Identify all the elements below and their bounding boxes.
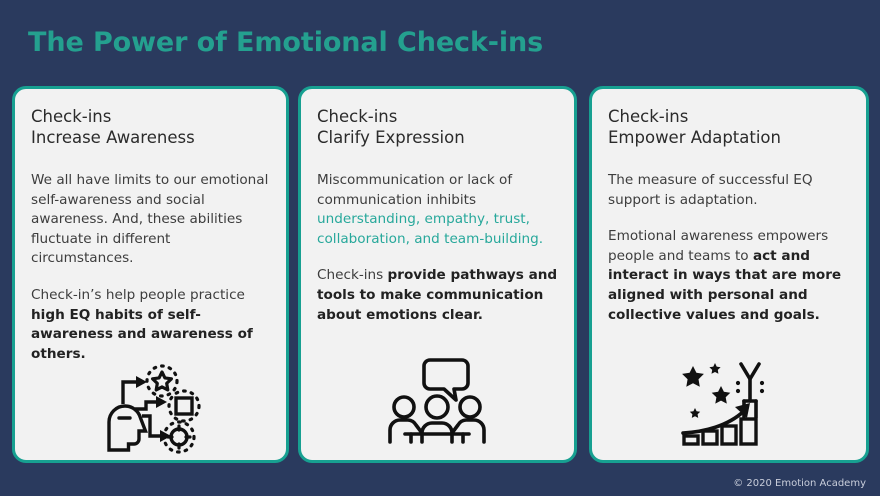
card-1-paragraph-2-plain: Check-in’s help people practice bbox=[31, 286, 245, 303]
page-title: The Power of Emotional Check-ins bbox=[28, 27, 544, 58]
card-1-paragraph-1: We all have limits to our emotional self… bbox=[31, 172, 269, 267]
card-3-heading-line1: Check-ins bbox=[608, 107, 689, 126]
card-2-paragraph-1: Miscommunication or lack of communicatio… bbox=[317, 171, 558, 249]
card-3-icon-container bbox=[608, 348, 850, 460]
card-3-heading: Check-ins Empower Adaptation bbox=[608, 106, 850, 148]
card-2-paragraph-2-plain: Check-ins bbox=[317, 267, 388, 284]
person-celebrating-growth-chart-icon bbox=[681, 362, 765, 446]
head-with-arrows-to-shapes-icon bbox=[106, 364, 201, 454]
card-3-paragraph-1: The measure of successful EQ support is … bbox=[608, 172, 813, 208]
card-2-paragraph-1-plain: Miscommunication or lack of communicatio… bbox=[317, 172, 513, 208]
card-2-icon-container bbox=[317, 348, 558, 460]
card-2-heading-line2: Clarify Expression bbox=[317, 128, 465, 147]
card-1-paragraph-2: Check-in’s help people practice high EQ … bbox=[31, 286, 270, 364]
card-2-paragraph-2: Check-ins provide pathways and tools to … bbox=[317, 266, 558, 325]
card-2-heading-line1: Check-ins bbox=[317, 107, 398, 126]
card-3-paragraph-2-bold: act and interact in ways that are more a… bbox=[608, 247, 842, 323]
card-2-paragraph-2-bold: provide pathways and tools to make commu… bbox=[317, 267, 558, 323]
people-meeting-speech-bubble-icon bbox=[387, 358, 486, 444]
card-1-heading-line1: Check-ins bbox=[31, 107, 112, 126]
card-3-heading-line2: Empower Adaptation bbox=[608, 128, 781, 147]
card-clarify-expression: Check-ins Clarify Expression Miscommunic… bbox=[298, 86, 577, 463]
card-increase-awareness: Check-ins Increase Awareness We all have… bbox=[12, 86, 289, 463]
card-2-heading: Check-ins Clarify Expression bbox=[317, 106, 558, 148]
card-1-heading-line2: Increase Awareness bbox=[31, 128, 195, 147]
card-1-paragraph-2-bold: high EQ habits of self-awareness and awa… bbox=[31, 306, 253, 362]
card-2-body: Miscommunication or lack of communicatio… bbox=[317, 171, 558, 325]
copyright-footer: © 2020 Emotion Academy bbox=[733, 478, 866, 489]
card-2-paragraph-1-highlight: understanding, empathy, trust, collabora… bbox=[317, 211, 544, 247]
card-1-body: We all have limits to our emotional self… bbox=[31, 171, 270, 364]
card-3-paragraph-2-plain: Emotional awareness empowers people and … bbox=[608, 228, 829, 264]
card-3-body: The measure of successful EQ support is … bbox=[608, 171, 850, 325]
card-3-paragraph-2: Emotional awareness empowers people and … bbox=[608, 227, 850, 325]
card-1-heading: Check-ins Increase Awareness bbox=[31, 106, 270, 148]
card-1-icon-container bbox=[31, 364, 270, 470]
card-empower-adaptation: Check-ins Empower Adaptation The measure… bbox=[589, 86, 869, 463]
